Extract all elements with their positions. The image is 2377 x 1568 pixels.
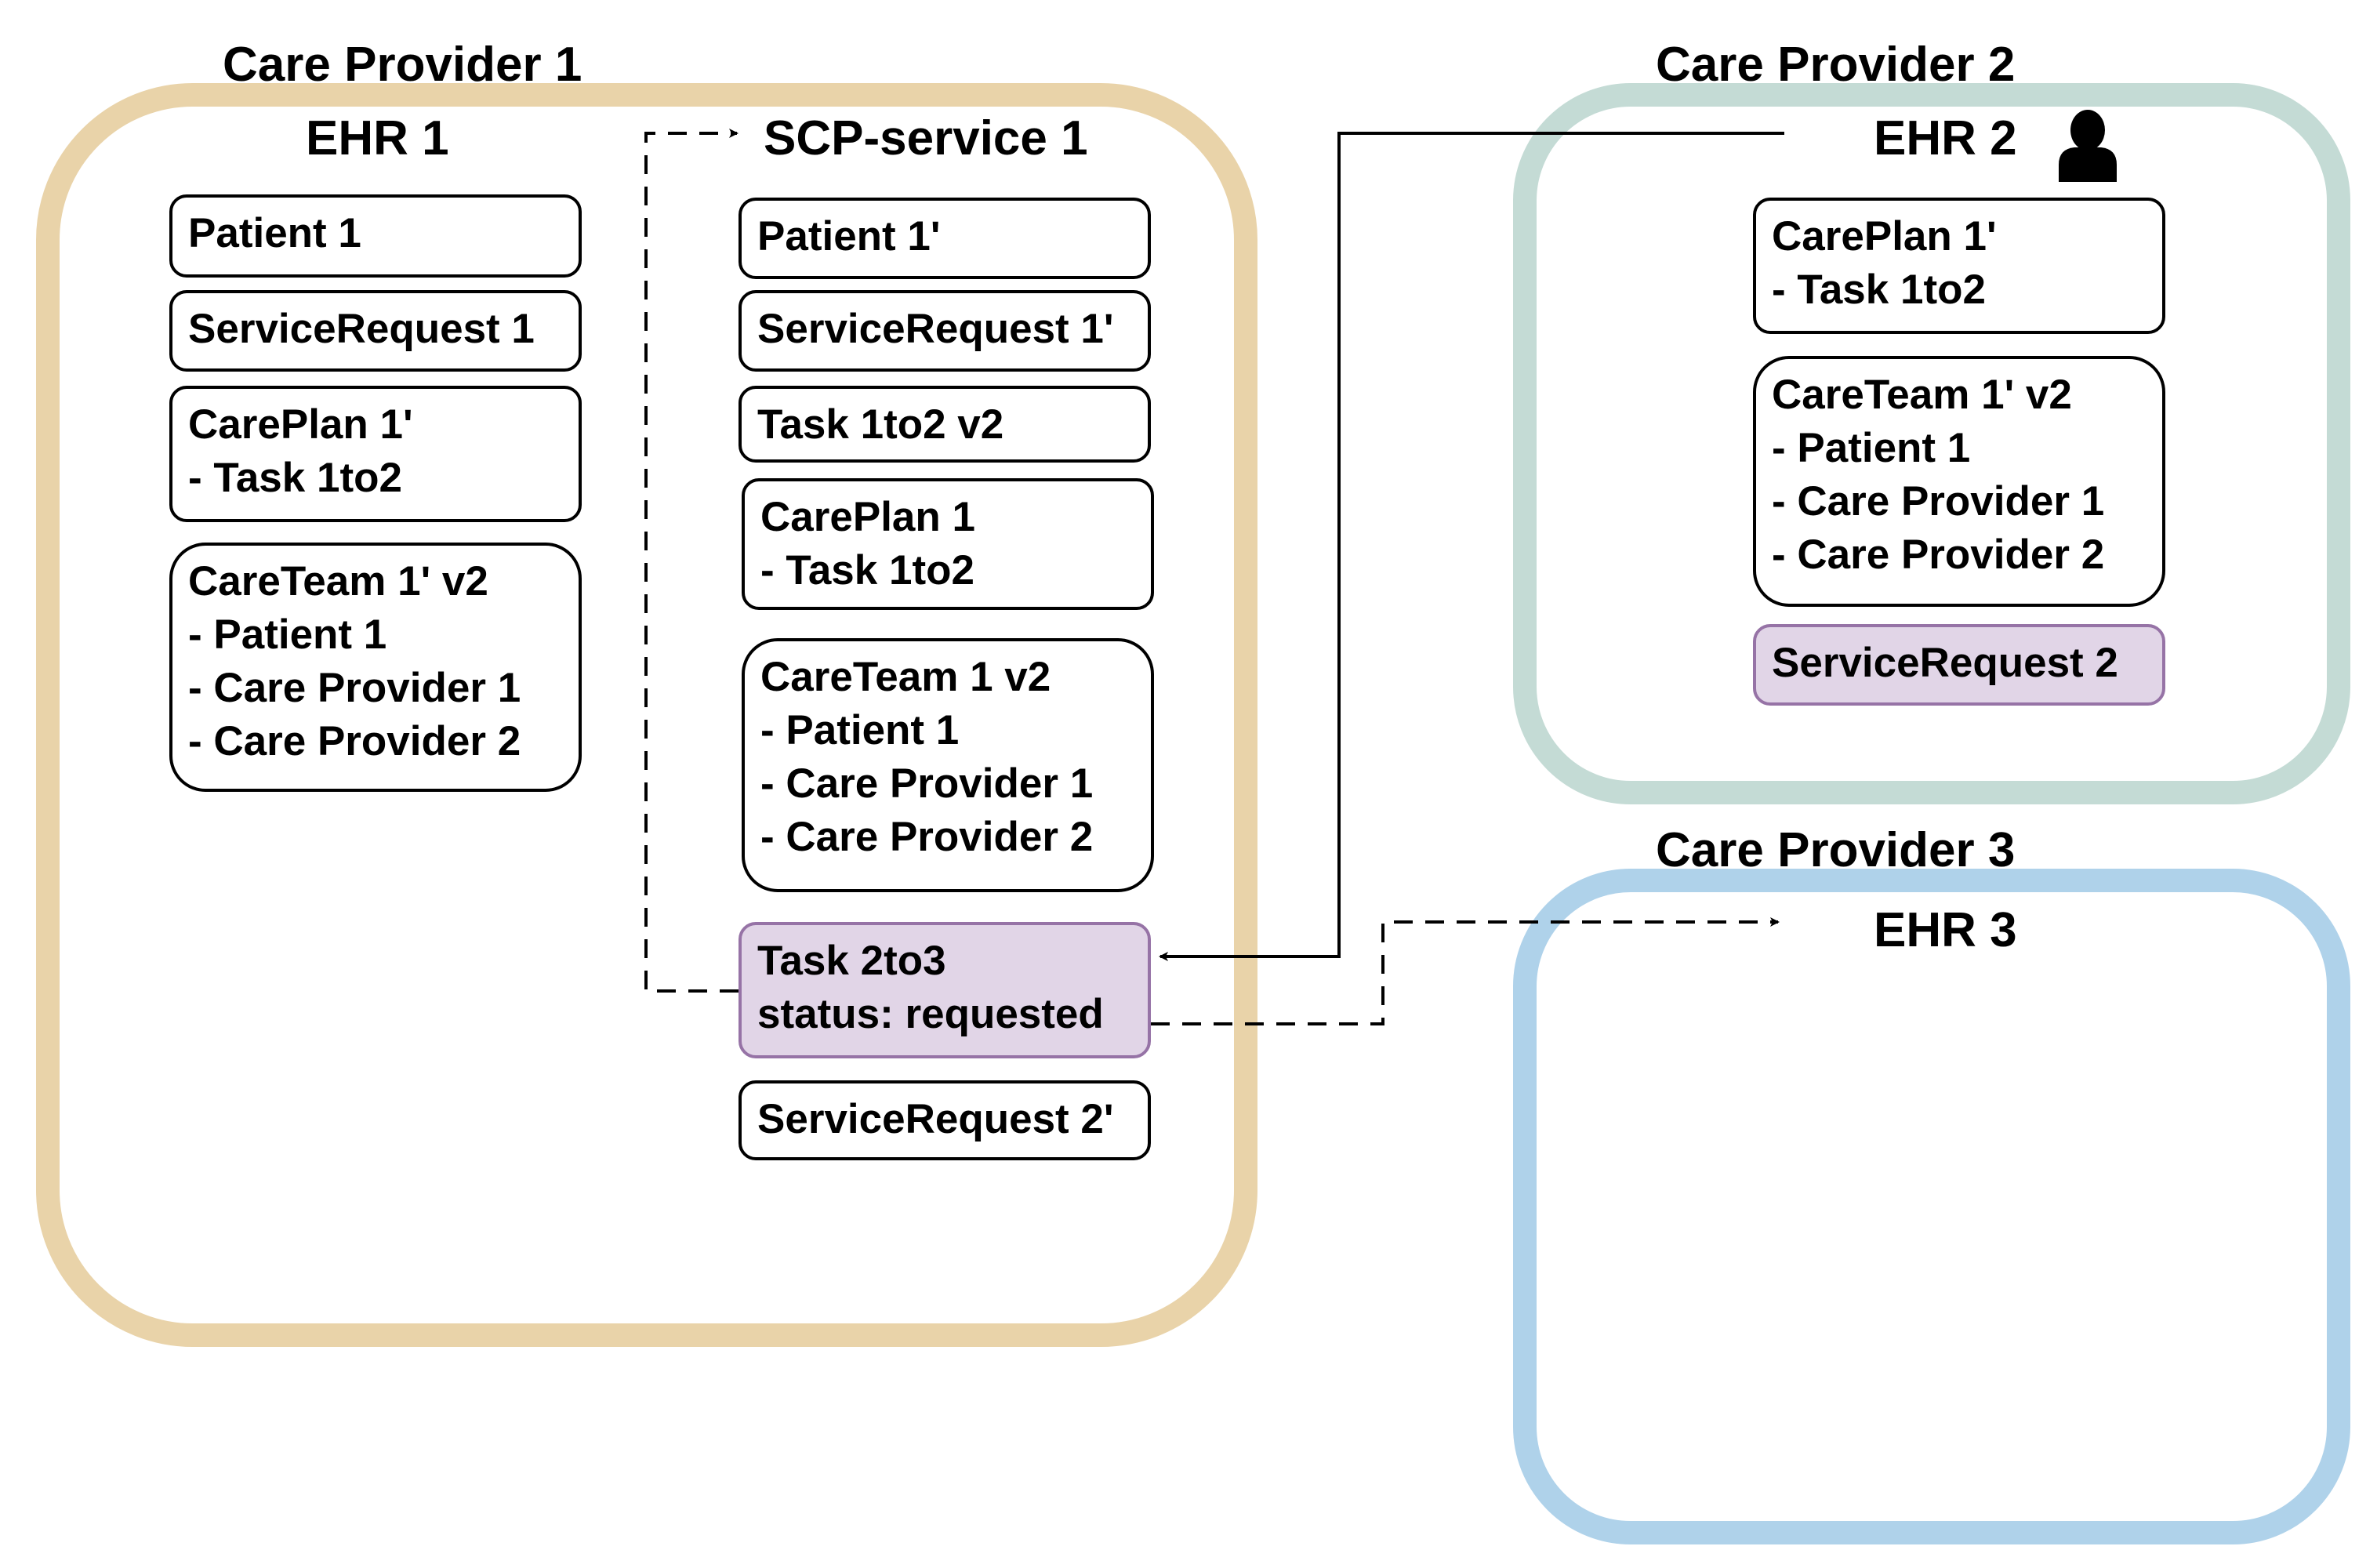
ehr-1-title: EHR 1: [306, 111, 449, 165]
dashed-link-task-to-ehr3: [1151, 917, 1780, 1025]
care-provider-1-region: [36, 83, 1257, 1347]
scp1-servicerequest: ServiceRequest 1': [739, 290, 1151, 372]
resource-line: - Task 1to2: [188, 455, 402, 501]
resource-line: CarePlan 1: [760, 494, 975, 540]
solid-link-ehr2-to-task: [1159, 132, 1784, 961]
resource-line: CareTeam 1 v2: [760, 654, 1051, 700]
ehr1-servicerequest: ServiceRequest 1: [169, 290, 582, 372]
dashed-link-task-to-scp: [644, 129, 739, 993]
resource-line: - Task 1to2: [760, 547, 974, 593]
resource-label: Task 1to2 v2: [757, 401, 1004, 448]
resource-line: status: requested: [757, 991, 1104, 1037]
ehr1-careplan: CarePlan 1' - Task 1to2: [169, 386, 582, 522]
resource-line: - Care Provider 2: [1772, 532, 2105, 578]
scp1-patient: Patient 1': [739, 198, 1151, 279]
resource-label: ServiceRequest 2': [757, 1096, 1114, 1142]
scp1-careplan: CarePlan 1 - Task 1to2: [742, 478, 1154, 610]
resource-line: Task 2to3: [757, 938, 946, 984]
resource-label: ServiceRequest 1: [188, 306, 535, 352]
ehr2-careteam: CareTeam 1' v2 - Patient 1 - Care Provid…: [1753, 356, 2165, 607]
resource-label: ServiceRequest 1': [757, 306, 1114, 352]
resource-line: - Patient 1: [188, 612, 387, 658]
care-provider-3-region: [1513, 869, 2350, 1544]
resource-line: CareTeam 1' v2: [1772, 372, 2072, 418]
care-provider-1-title: Care Provider 1: [223, 38, 582, 92]
ehr1-careteam: CareTeam 1' v2 - Patient 1 - Care Provid…: [169, 543, 582, 792]
scp1-careteam: CareTeam 1 v2 - Patient 1 - Care Provide…: [742, 638, 1154, 892]
resource-line: - Care Provider 1: [760, 760, 1094, 807]
ehr2-servicerequest: ServiceRequest 2: [1753, 624, 2165, 706]
resource-label: Patient 1: [188, 210, 361, 256]
scp1-task-2to3: Task 2to3 status: requested: [739, 922, 1151, 1058]
scp1-servicerequest-2: ServiceRequest 2': [739, 1080, 1151, 1160]
resource-line: CarePlan 1': [188, 401, 413, 448]
scp-service-1-title: SCP-service 1: [764, 111, 1088, 165]
resource-line: - Care Provider 1: [1772, 478, 2105, 524]
resource-line: - Care Provider 2: [760, 814, 1094, 860]
resource-line: CarePlan 1': [1772, 213, 1997, 260]
resource-line: - Patient 1: [1772, 425, 1971, 471]
resource-line: - Care Provider 1: [188, 665, 521, 711]
resource-label: ServiceRequest 2: [1772, 640, 2118, 686]
ehr-2-title: EHR 2: [1874, 111, 2017, 165]
care-provider-2-region: [1513, 83, 2350, 804]
scp1-task-1to2: Task 1to2 v2: [739, 386, 1151, 463]
ehr1-patient: Patient 1: [169, 194, 582, 278]
person-icon: [2059, 110, 2117, 182]
resource-line: - Care Provider 2: [188, 718, 521, 764]
resource-label: Patient 1': [757, 213, 941, 260]
resource-line: - Task 1to2: [1772, 267, 1986, 313]
ehr2-careplan: CarePlan 1' - Task 1to2: [1753, 198, 2165, 334]
resource-line: - Patient 1: [760, 707, 960, 753]
resource-line: CareTeam 1' v2: [188, 558, 488, 604]
care-provider-2-title: Care Provider 2: [1656, 38, 2016, 92]
care-provider-3-title: Care Provider 3: [1656, 823, 2016, 877]
ehr-3-title: EHR 3: [1874, 903, 2017, 957]
